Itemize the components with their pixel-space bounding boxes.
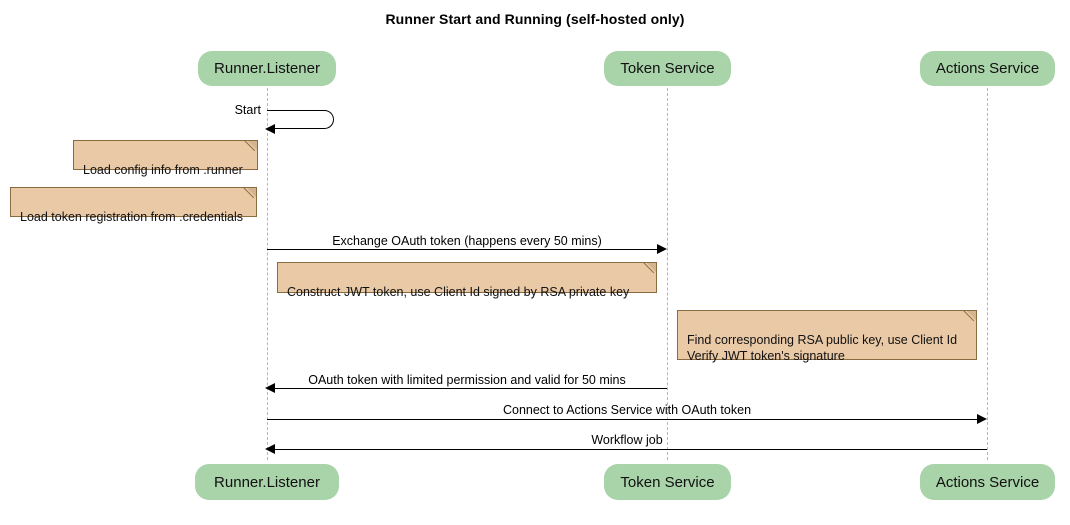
- note-load-config: Load config info from .runner: [73, 140, 258, 177]
- note-load-credentials-text: Load token registration from .credential…: [20, 210, 244, 224]
- message-connect-actions-line: [267, 419, 980, 420]
- message-start-loop: [267, 110, 334, 129]
- message-oauth-return-arrowhead: [265, 383, 275, 393]
- participant-token-footer[interactable]: Token Service: [604, 464, 731, 500]
- note-construct-jwt: Construct JWT token, use Client Id signe…: [277, 262, 657, 299]
- message-workflow-job-arrowhead: [265, 444, 275, 454]
- note-construct-jwt-text: Construct JWT token, use Client Id signe…: [287, 285, 630, 299]
- note-verify-signature: Find corresponding RSA public key, use C…: [677, 310, 977, 363]
- note-fold-icon: [967, 311, 976, 320]
- participant-token-footer-label: Token Service: [620, 473, 715, 491]
- message-exchange-label: Exchange OAuth token (happens every 50 m…: [332, 234, 602, 248]
- participant-runner-header[interactable]: Runner.Listener: [198, 51, 336, 86]
- message-start-label: Start: [234, 103, 261, 117]
- participant-actions-header[interactable]: Actions Service: [920, 51, 1055, 86]
- message-exchange-line: [267, 249, 660, 250]
- participant-actions-header-label: Actions Service: [935, 60, 1040, 77]
- participant-token-header[interactable]: Token Service: [604, 51, 731, 86]
- note-verify-signature-text: Find corresponding RSA public key, use C…: [687, 333, 958, 363]
- message-connect-actions-label: Connect to Actions Service with OAuth to…: [502, 403, 752, 417]
- note-fold-icon: [247, 188, 256, 197]
- participant-actions-footer-label: Actions Service: [935, 473, 1040, 491]
- message-connect-actions-arrowhead: [977, 414, 987, 424]
- lifeline-token: [667, 88, 668, 460]
- participant-actions-footer[interactable]: Actions Service: [920, 464, 1055, 500]
- note-load-config-text: Load config info from .runner: [83, 163, 243, 177]
- participant-runner-footer[interactable]: Runner.Listener: [195, 464, 339, 500]
- message-start-arrowhead: [265, 124, 275, 134]
- note-fold-icon: [647, 263, 656, 272]
- message-workflow-job-label: Workflow job: [591, 433, 663, 447]
- participant-runner-footer-label: Runner.Listener: [214, 473, 320, 491]
- message-oauth-return-line: [274, 388, 667, 389]
- message-exchange-arrowhead: [657, 244, 667, 254]
- message-oauth-return-label: OAuth token with limited permission and …: [308, 373, 626, 387]
- lifeline-actions: [987, 88, 988, 460]
- participant-token-header-label: Token Service: [620, 60, 715, 77]
- note-fold-icon: [248, 141, 257, 150]
- participant-runner-header-label: Runner.Listener: [214, 60, 320, 77]
- lifeline-runner: [267, 88, 268, 460]
- note-load-credentials: Load token registration from .credential…: [10, 187, 257, 224]
- message-workflow-job-line: [274, 449, 987, 450]
- page-title: Runner Start and Running (self-hosted on…: [385, 11, 685, 27]
